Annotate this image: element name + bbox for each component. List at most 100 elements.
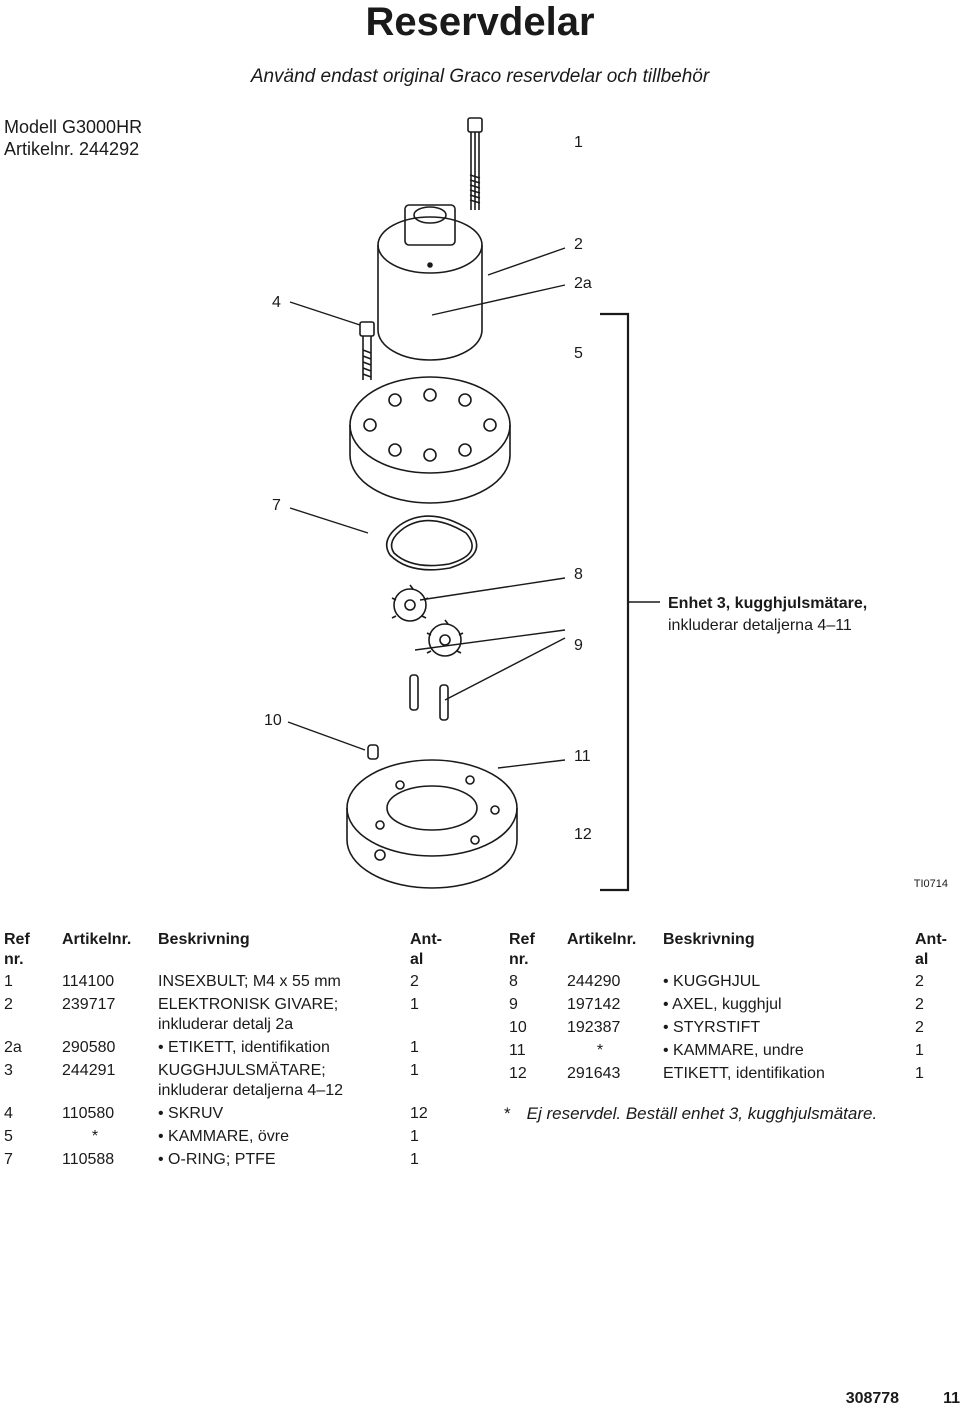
cell-description: • SKRUV — [158, 1105, 224, 1122]
exploded-view-drawing — [287, 117, 660, 892]
footnote-marker: * — [504, 1104, 511, 1123]
leader-lines — [287, 247, 660, 892]
cell-part-no: 114100 — [62, 973, 115, 990]
cell-qty: 1 — [410, 1151, 419, 1168]
table-row: 11 * • KAMMARE, undre 1 — [509, 1039, 949, 1062]
table-row: 2a 290580 • ETIKETT, identifikation 1 — [4, 1036, 444, 1059]
cell-description: INSEXBULT; M4 x 55 mm — [158, 973, 341, 990]
cell-qty: 12 — [410, 1105, 428, 1122]
table-row: 1 114100 INSEXBULT; M4 x 55 mm 2 — [4, 970, 444, 993]
cell-description: • KAMMARE, undre — [663, 1042, 804, 1059]
page-number: 11 — [943, 1390, 960, 1407]
cell-description: KUGGHJULSMÄTARE;inkluderar detaljerna 4–… — [158, 1062, 344, 1099]
callout-11: 11 — [574, 748, 591, 765]
cell-part-no: 192387 — [567, 1019, 621, 1036]
callout-12: 12 — [574, 826, 592, 843]
page-title: Reservdelar — [365, 0, 595, 44]
cell-description: • KUGGHJUL — [663, 973, 761, 990]
screw-part-1 — [467, 117, 483, 210]
cell-description: ELEKTRONISK GIVARE;inkluderar detalj 2a — [158, 996, 339, 1033]
cell-description: • O-RING; PTFE — [158, 1151, 276, 1168]
cell-ref: 11 — [509, 1042, 526, 1059]
callout-10: 10 — [264, 712, 282, 729]
assembly-label: Enhet 3, kugghjulsmätare, inkluderar det… — [668, 593, 867, 637]
model-part-number: Artikelnr. 244292 — [4, 139, 140, 159]
cell-ref: 4 — [4, 1105, 13, 1122]
cell-part-no: 110580 — [62, 1105, 115, 1122]
cell-description: • ETIKETT, identifikation — [158, 1039, 330, 1056]
table-row: 7 110588 • O-RING; PTFE 1 — [4, 1148, 444, 1171]
callout-4: 4 — [272, 294, 281, 311]
table-row: 2 239717 ELEKTRONISK GIVARE;inkluderar d… — [4, 993, 444, 1036]
callout-9: 9 — [574, 637, 583, 654]
model-name: Modell G3000HR — [4, 117, 143, 137]
cell-part-no: 110588 — [62, 1151, 115, 1168]
col-qty-header: Ant-al — [915, 931, 947, 968]
cell-qty: 1 — [410, 1062, 419, 1079]
pin-part-10 — [367, 744, 379, 760]
cell-part-no: 244291 — [62, 1062, 116, 1079]
table-row: 8 244290 • KUGGHJUL 2 — [509, 970, 949, 993]
cell-qty: 1 — [410, 1039, 419, 1056]
cell-ref: 5 — [4, 1128, 13, 1145]
cell-qty: 2 — [915, 1019, 924, 1036]
cell-part-no: 197142 — [567, 996, 621, 1013]
cell-ref: 12 — [509, 1065, 527, 1082]
upper-chamber-part-5 — [349, 376, 511, 504]
o-ring-part-7 — [385, 515, 478, 571]
footnote: * Ej reservdel. Beställ enhet 3, kugghjul… — [504, 1104, 877, 1124]
col-qty-header: Ant-al — [410, 931, 442, 968]
callout-2a: 2a — [574, 275, 592, 292]
table-row: 10 192387 • STYRSTIFT 2 — [509, 1016, 949, 1039]
table-row: 3 244291 KUGGHJULSMÄTARE;inkluderar deta… — [4, 1059, 444, 1102]
document-number: 308778 — [845, 1390, 900, 1407]
col-part-no-header: Artikelnr. — [62, 931, 132, 948]
cell-qty: 2 — [915, 973, 924, 990]
col-description-header: Beskrivning — [663, 931, 755, 948]
figure-code: TI0714 — [913, 878, 948, 890]
cell-ref: 3 — [4, 1062, 13, 1079]
cell-ref: 2a — [4, 1039, 22, 1056]
sensor-housing-part-2 — [377, 204, 483, 361]
assembly-label-line1: Enhet 3, kugghjulsmätare, — [668, 595, 868, 612]
footnote-text: Ej reservdel. Beställ enhet 3, kugghjuls… — [526, 1104, 878, 1123]
callout-5: 5 — [574, 345, 583, 362]
cell-description: • AXEL, kugghjul — [663, 996, 782, 1013]
col-description-header: Beskrivning — [158, 931, 250, 948]
cell-description: • KAMMARE, övre — [158, 1128, 289, 1145]
model-info: Modell G3000HR Artikelnr. 244292 — [4, 116, 142, 160]
table-row: 5 * • KAMMARE, övre 1 — [4, 1125, 444, 1148]
cell-qty: 1 — [915, 1042, 924, 1059]
cell-qty: 1 — [915, 1065, 924, 1082]
callout-7: 7 — [272, 497, 281, 514]
cell-part-no: 239717 — [62, 996, 116, 1013]
cell-part-no: * — [596, 1042, 604, 1059]
table-row: 4 110580 • SKRUV 12 — [4, 1102, 444, 1125]
lower-chamber-part-11 — [346, 759, 518, 889]
cell-part-no: 244290 — [567, 973, 621, 990]
cell-description: ETIKETT, identifikation — [663, 1065, 825, 1082]
cell-ref: 1 — [4, 973, 13, 990]
cell-ref: 8 — [509, 973, 518, 990]
cell-qty: 2 — [410, 973, 419, 990]
cell-part-no: 290580 — [62, 1039, 116, 1056]
cell-part-no: 291643 — [567, 1065, 621, 1082]
page-footer: 308778 11 — [846, 1390, 960, 1408]
cell-qty: 2 — [915, 996, 924, 1013]
callout-1: 1 — [574, 134, 583, 151]
assembly-label-line2: inkluderar detaljerna 4–11 — [668, 617, 852, 634]
col-part-no-header: Artikelnr. — [567, 931, 637, 948]
page-subtitle: Använd endast original Graco reservdelar… — [250, 66, 710, 87]
cell-ref: 10 — [509, 1019, 527, 1036]
table-row: 12 291643 ETIKETT, identifikation 1 — [509, 1062, 949, 1085]
cell-qty: 1 — [410, 1128, 419, 1145]
callout-2: 2 — [574, 236, 583, 253]
cell-ref: 2 — [4, 996, 13, 1013]
cell-ref: 7 — [4, 1151, 13, 1168]
